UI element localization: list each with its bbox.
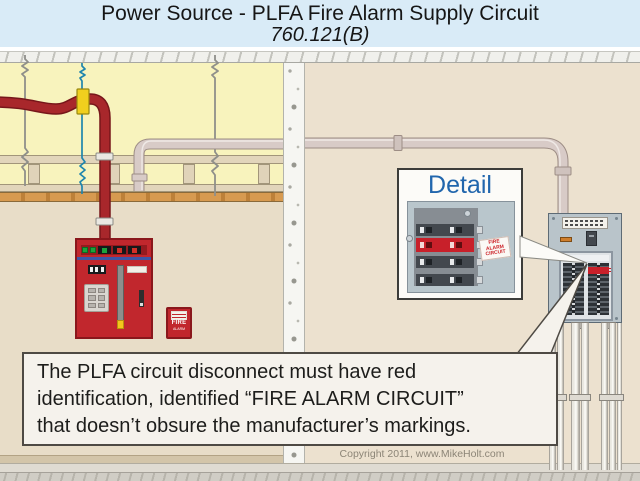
title-bar: Power Source - PLFA Fire Alarm Supply Ci… <box>0 0 640 47</box>
fire-alarm-breaker <box>588 267 609 274</box>
grid-stud <box>28 164 40 184</box>
callout-line-1: The PLFA circuit disconnect must have re… <box>37 361 417 383</box>
grid-stud <box>108 164 120 184</box>
green-led <box>82 247 88 253</box>
fire-alarm-pull-station: FIRE ALARM <box>166 307 192 339</box>
panel-indicator <box>560 237 572 242</box>
callout-line-2: identification, identified “FIRE ALARM C… <box>37 388 464 410</box>
breaker-column-left <box>563 263 584 315</box>
screw-icon <box>615 217 618 220</box>
fire-alarm-breaker-tag <box>602 268 611 273</box>
floor <box>0 463 640 472</box>
copyright: Copyright 2011, www.MikeHolt.com <box>339 448 505 460</box>
facp-slot <box>117 265 124 323</box>
conduit-strap <box>599 394 624 401</box>
facp-blue-stripe <box>77 257 151 260</box>
callout-line-3: that doesn’t obsure the manufacturer’s m… <box>37 415 471 437</box>
ceiling-ledger <box>0 192 283 202</box>
detail-breaker <box>416 256 474 268</box>
detail-breaker <box>416 274 474 286</box>
breaker-panel <box>548 213 622 323</box>
detail-inset: Detail <box>397 168 523 300</box>
detail-breaker-illustration <box>406 201 515 293</box>
green-led <box>90 247 96 253</box>
pull-handle <box>171 311 187 320</box>
detail-fire-alarm-breaker <box>416 238 474 252</box>
slide-title: Power Source - PLFA Fire Alarm Supply Ci… <box>101 2 539 25</box>
pull-station-sublabel: ALARM <box>172 327 186 331</box>
screw-icon <box>552 217 555 220</box>
baseboard <box>0 455 283 463</box>
conduit-strap <box>569 394 591 401</box>
grid-stud <box>258 164 270 184</box>
indicator-block <box>98 246 111 254</box>
breaker-toggle <box>476 276 483 284</box>
ceiling-plenum <box>0 63 283 202</box>
detail-title: Detail <box>428 171 492 199</box>
screw-icon <box>406 235 413 242</box>
floor-edge <box>0 472 640 481</box>
breaker-toggle <box>476 258 483 266</box>
facp-door-handle <box>139 290 144 307</box>
indicator-block <box>113 246 126 254</box>
ceiling-grid-lower <box>0 184 283 192</box>
pull-station-label: FIRE <box>171 320 187 326</box>
facp-indicator-strip <box>81 245 147 255</box>
screw-icon <box>552 317 555 320</box>
panel-label <box>562 217 608 229</box>
panel-deadfront <box>563 255 609 261</box>
fire-alarm-circuit-label: FIRE ALARM CIRCUIT <box>478 236 512 261</box>
screw-icon <box>615 317 618 320</box>
ceiling-slab <box>0 51 640 63</box>
callout-text-box: The PLFA circuit disconnect must have re… <box>22 352 558 446</box>
ceiling-grid-upper <box>0 155 283 164</box>
main-breaker <box>586 231 597 246</box>
indicator-block <box>128 246 141 254</box>
facp-label <box>127 266 147 273</box>
breaker-column-right <box>588 263 609 315</box>
screw-icon <box>464 210 471 217</box>
grid-stud <box>183 164 195 184</box>
facp-slot-key <box>117 320 124 329</box>
breaker-toggle <box>476 226 483 234</box>
code-reference: 760.121(B) <box>270 24 370 46</box>
facp-keypad <box>84 284 109 312</box>
fire-alarm-control-panel <box>75 238 153 339</box>
facp-display <box>88 265 106 274</box>
panel-opening <box>559 251 613 321</box>
detail-breaker <box>416 224 474 236</box>
